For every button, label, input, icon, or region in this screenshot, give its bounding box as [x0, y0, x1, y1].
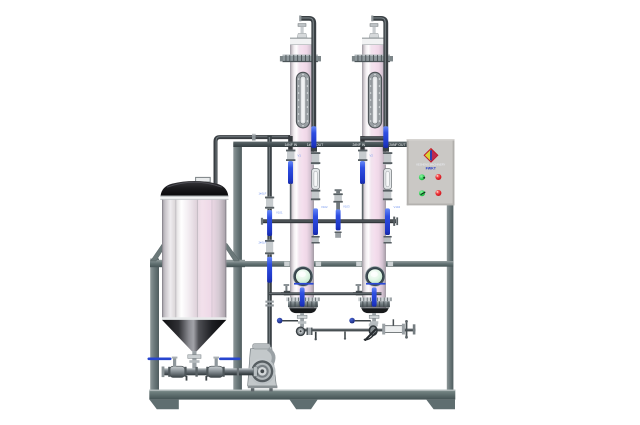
svg-text:2#NF OUT: 2#NF OUT	[389, 143, 405, 147]
svg-text:FWKT: FWKT	[426, 166, 437, 170]
svg-text:V102: V102	[321, 205, 328, 209]
svg-text:2#JLF: 2#JLF	[259, 241, 267, 245]
svg-text:1#NF IN: 1#NF IN	[285, 143, 298, 147]
svg-text:V103: V103	[343, 205, 350, 209]
svg-text:V101: V101	[276, 211, 283, 215]
svg-text:V2: V2	[370, 154, 374, 158]
svg-text:2#NF IN: 2#NF IN	[353, 143, 366, 147]
svg-text:V104: V104	[394, 205, 401, 209]
svg-text:V1: V1	[298, 154, 302, 158]
svg-text:1#JLF: 1#JLF	[259, 192, 267, 196]
svg-text:KESHENG MACHINERY: KESHENG MACHINERY	[416, 162, 445, 166]
